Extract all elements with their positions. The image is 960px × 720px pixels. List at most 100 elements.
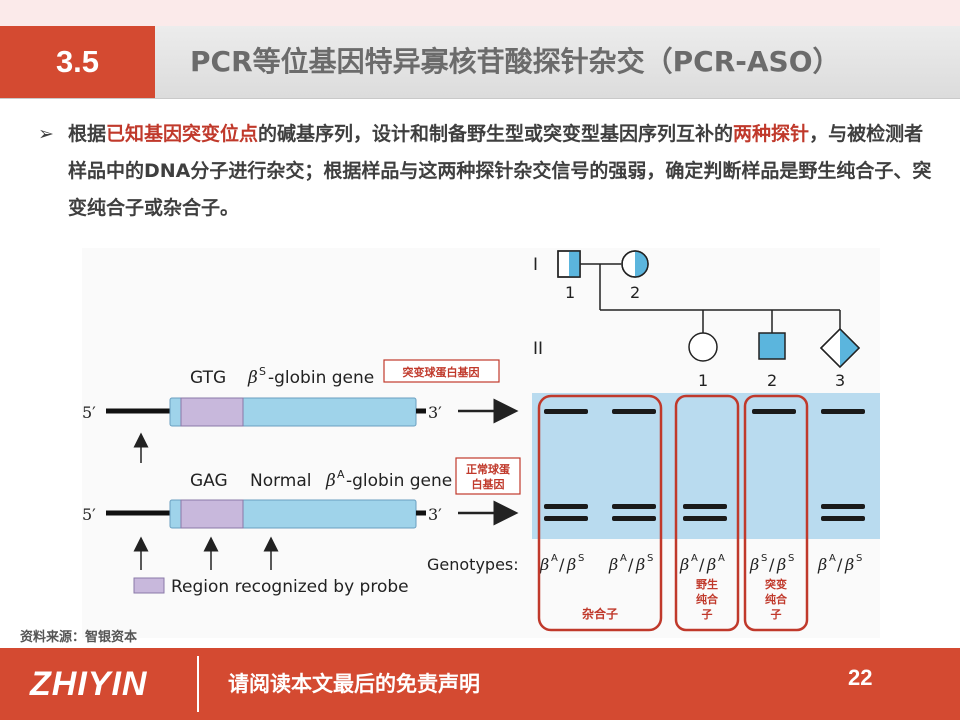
genotype-lane3: β A / β A bbox=[679, 553, 725, 574]
band-normal-lane2 bbox=[612, 504, 656, 509]
probe-region-bottom bbox=[180, 499, 244, 529]
slide-title: PCR等位基因特异寡核苷酸探针杂交（PCR-ASO） bbox=[190, 45, 841, 78]
slide-header: 3.5 PCR等位基因特异寡核苷酸探针杂交（PCR-ASO） bbox=[0, 26, 960, 99]
zhiyin-logo: ZHIYIN bbox=[30, 665, 148, 703]
allele-a: S bbox=[761, 553, 767, 564]
beta-symbol: β bbox=[247, 368, 258, 388]
genotype-lane5: β A / β S bbox=[817, 553, 862, 574]
top-accent-bar bbox=[0, 0, 960, 26]
three-prime-bottom: 3′ bbox=[428, 505, 442, 524]
genotype-lane2: β A / β S bbox=[608, 553, 653, 574]
band-normal-lane2 bbox=[612, 516, 656, 521]
beta-symbol: β bbox=[817, 555, 827, 574]
disclaimer-text: 请阅读本文最后的免责声明 bbox=[228, 672, 480, 696]
mother-carrier-fill bbox=[635, 251, 648, 277]
callout-mutant-box bbox=[383, 359, 500, 383]
band-mutant-lane5 bbox=[821, 409, 865, 414]
beta-symbol: β bbox=[776, 555, 786, 574]
beta-symbol: β bbox=[749, 555, 759, 574]
bullet-arrow-icon: ➢ bbox=[38, 123, 54, 145]
section-number: 3.5 bbox=[0, 26, 155, 98]
band-mutant-lane2 bbox=[612, 409, 656, 414]
callout-mutant-text: 突变球蛋白基因 bbox=[403, 365, 480, 379]
slash: / bbox=[769, 555, 775, 574]
bullet-paragraph: ➢ 根据已知基因突变位点的碱基序列，设计和制备野生型或突变型基因序列互补的两种探… bbox=[38, 116, 938, 227]
genotype-lane4: β S / β S bbox=[749, 553, 794, 574]
heterozygous-label: 杂合子 bbox=[582, 606, 618, 621]
slash: / bbox=[559, 555, 565, 574]
beta-symbol: β bbox=[635, 555, 645, 574]
five-prime-bottom: 5′ bbox=[82, 505, 96, 524]
gen2-number: 1 bbox=[698, 371, 708, 390]
child1-circle-icon bbox=[688, 332, 718, 362]
band-normal-lane1 bbox=[544, 516, 588, 521]
gen1-number: 1 bbox=[565, 283, 575, 302]
allele-a: A bbox=[829, 553, 836, 564]
source-note: 资料来源：智银资本 bbox=[20, 630, 138, 645]
band-normal-lane3 bbox=[683, 504, 727, 509]
bullet-text: 根据已知基因突变位点的碱基序列，设计和制备野生型或突变型基因序列互补的两种探针，… bbox=[68, 116, 938, 227]
beta-s-superscript: S bbox=[259, 365, 266, 378]
band-normal-lane5 bbox=[821, 516, 865, 521]
wild-label-line: 子 bbox=[702, 608, 713, 621]
slide-footer: ZHIYIN 请阅读本文最后的免责声明 22 bbox=[0, 648, 960, 720]
highlight-mutation-site: 已知基因突变位点 bbox=[106, 123, 259, 145]
child2-square-icon bbox=[758, 332, 786, 360]
text-segment: 的碱基序列，设计和制备野生型或突变型基因序列互补的 bbox=[258, 123, 734, 145]
band-mutant-lane4 bbox=[752, 409, 796, 414]
band-normal-lane1 bbox=[544, 504, 588, 509]
beta-symbol: β bbox=[844, 555, 854, 574]
allele-b: A bbox=[718, 553, 725, 564]
normal-label: Normal bbox=[250, 471, 312, 491]
callout-normal-line1: 正常球蛋 bbox=[466, 462, 511, 476]
text-segment: ，与被检测者样品中的DNA分子进行杂交；根据样品与这两种探针杂交信号的强弱，确定… bbox=[68, 123, 932, 219]
callout-normal-box bbox=[455, 457, 521, 495]
generation-one-label: I bbox=[533, 255, 538, 275]
allele-b: S bbox=[647, 553, 653, 564]
footer-divider bbox=[197, 656, 199, 712]
slash: / bbox=[628, 555, 634, 574]
beta-symbol: β bbox=[679, 555, 689, 574]
blot-panel bbox=[532, 393, 880, 539]
allele-a: A bbox=[691, 553, 698, 564]
band-normal-lane5 bbox=[821, 504, 865, 509]
genotype-lane1: β A / β S bbox=[539, 553, 584, 574]
legend-swatch bbox=[133, 577, 165, 594]
highlight-two-probes: 两种探针 bbox=[733, 123, 810, 145]
genotypes-label: Genotypes: bbox=[427, 555, 519, 574]
probe-region-top bbox=[180, 397, 244, 427]
allele-b: S bbox=[856, 553, 862, 564]
wild-label-line: 纯合 bbox=[696, 592, 719, 606]
mutant-label-line: 子 bbox=[771, 608, 782, 621]
mutant-label-line: 突变 bbox=[765, 577, 787, 591]
beta-symbol: β bbox=[566, 555, 576, 574]
generation-two-label: II bbox=[533, 339, 543, 359]
wild-label-line: 野生 bbox=[696, 577, 718, 591]
beta-symbol: β bbox=[539, 555, 549, 574]
slash: / bbox=[699, 555, 705, 574]
gen2-number: 2 bbox=[767, 371, 777, 390]
gene-label-normal: -globin gene bbox=[346, 471, 452, 491]
allele-a: A bbox=[620, 553, 627, 564]
beta-symbol: β bbox=[706, 555, 716, 574]
slash: / bbox=[837, 555, 843, 574]
page-number: 22 bbox=[848, 665, 873, 690]
heterozygous-group-box bbox=[537, 394, 663, 632]
band-normal-lane3 bbox=[683, 516, 727, 521]
callout-normal-line2: 白基因 bbox=[472, 477, 505, 491]
child3-carrier-fill bbox=[840, 329, 859, 367]
father-carrier-fill bbox=[569, 251, 580, 277]
wild-homozygous-box bbox=[674, 394, 740, 632]
mutant-label-line: 纯合 bbox=[765, 592, 788, 606]
codon-gtg: GTG bbox=[190, 368, 226, 388]
allele-a: A bbox=[551, 553, 558, 564]
beta-symbol: β bbox=[325, 471, 336, 491]
gen2-number: 3 bbox=[835, 371, 845, 390]
mutant-homozygous-box bbox=[743, 394, 809, 632]
text-segment: 根据 bbox=[68, 123, 107, 145]
mother-outline bbox=[621, 250, 649, 278]
codon-gag: GAG bbox=[190, 471, 228, 491]
aso-diagram: GTG β S -globin gene 5′ 3′ GAG Normal β … bbox=[82, 250, 880, 632]
beta-symbol: β bbox=[608, 555, 618, 574]
three-prime-top: 3′ bbox=[428, 403, 442, 422]
